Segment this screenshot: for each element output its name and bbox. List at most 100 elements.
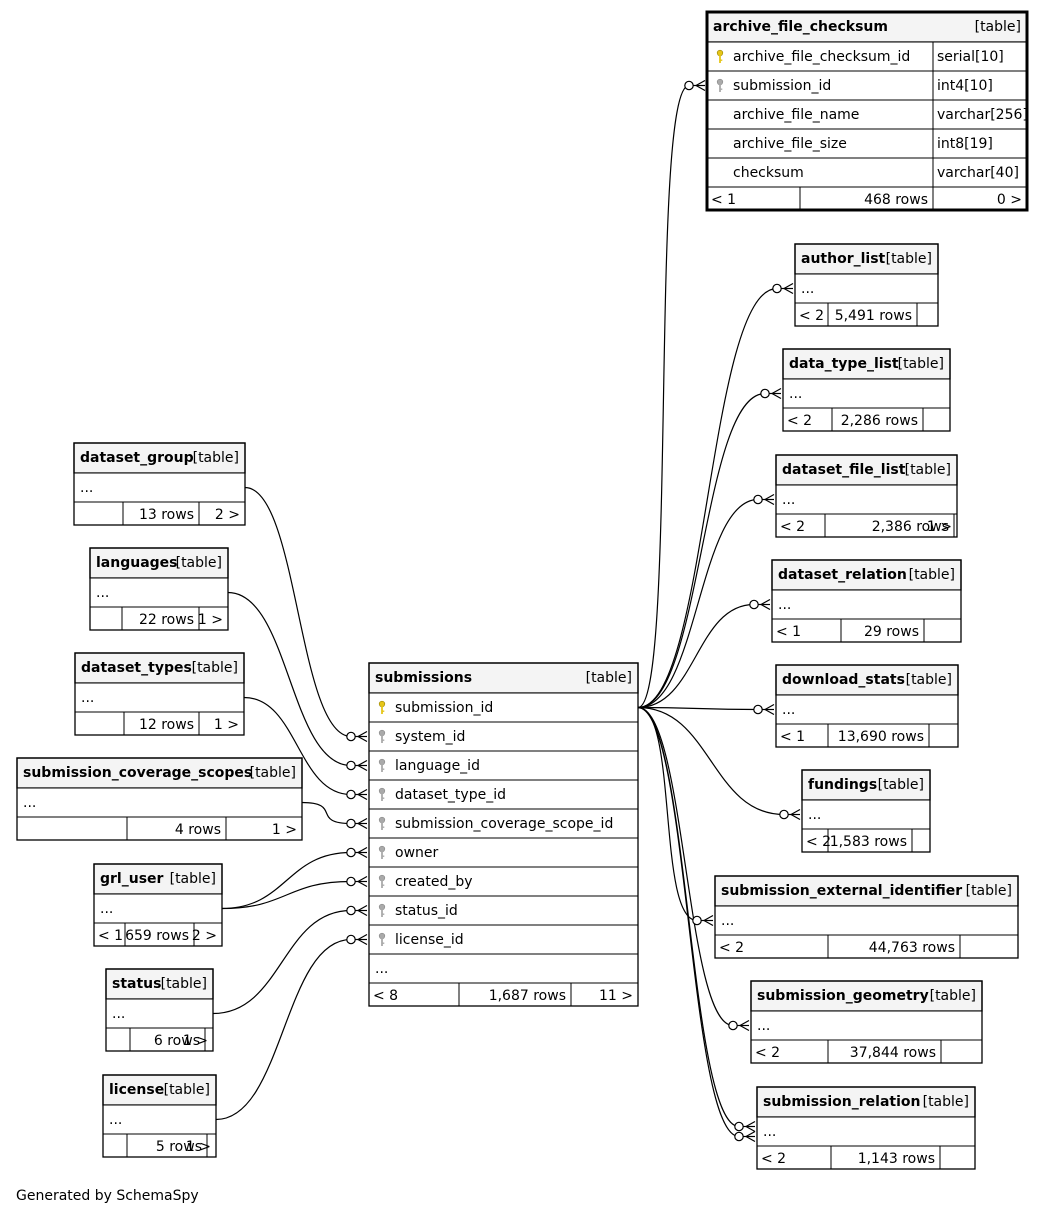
relationship-edge: [637, 706, 759, 711]
zero-or-many-ring-icon: [692, 915, 702, 926]
row-count: 468 rows: [864, 192, 928, 208]
table-name: license: [109, 1082, 164, 1098]
relationship-edges: [212, 84, 785, 1138]
parent-count: < 2: [799, 308, 824, 324]
child-count: 1 >: [272, 822, 297, 838]
column-name: submission_id: [733, 78, 831, 94]
column-name: ...: [96, 585, 109, 601]
row-count: 13 rows: [139, 507, 194, 523]
foreign-key-icon: [378, 758, 386, 772]
column-name: ...: [109, 1112, 122, 1128]
relationship-endpoints: [346, 79, 801, 1143]
column-name: ...: [100, 901, 113, 917]
crows-foot-icon: [357, 904, 368, 917]
table-archive_file_checksum[interactable]: archive_file_checksum[table]archive_file…: [705, 10, 1029, 212]
table-type-tag: [table]: [878, 777, 924, 793]
relationship-edge: [301, 801, 352, 825]
zero-or-many-ring-icon: [346, 789, 356, 800]
row-count: 6 rows: [154, 1033, 200, 1049]
table-fundings[interactable]: fundings[table]... < 21,583 rows: [801, 769, 931, 853]
foreign-key-icon: [378, 932, 386, 946]
table-name: grl_user: [100, 871, 164, 887]
foreign-key-icon: [716, 78, 724, 92]
table-name: fundings: [808, 777, 877, 793]
column-name: ...: [375, 961, 388, 977]
table-name: dataset_types: [81, 660, 192, 676]
table-submission_external_identifier[interactable]: submission_external_identifier[table]...…: [714, 875, 1019, 959]
column-name: ...: [782, 492, 795, 508]
table-name: status: [112, 976, 161, 992]
row-count: 1,583 rows: [830, 834, 907, 850]
crows-foot-icon: [764, 703, 775, 716]
crows-foot-icon: [357, 759, 368, 772]
table-type-tag: [table]: [966, 883, 1012, 899]
column-name: dataset_type_id: [395, 787, 506, 803]
relationship-edge: [637, 287, 778, 709]
relationship-edge: [637, 603, 755, 709]
column-name: ...: [80, 480, 93, 496]
column-type: int8[19]: [937, 136, 993, 152]
table-type-tag: [table]: [164, 1082, 210, 1098]
row-count: 659 rows: [125, 928, 189, 944]
parent-count: < 2: [719, 940, 744, 956]
primary-key-icon: [716, 49, 724, 63]
crows-foot-icon: [783, 282, 794, 295]
column-name: ...: [801, 281, 814, 297]
table-name: submissions: [375, 670, 472, 686]
table-type-tag: [table]: [898, 356, 944, 372]
table-type-tag: [table]: [176, 555, 222, 571]
crows-foot-icon: [695, 79, 706, 92]
table-submission_coverage_scopes[interactable]: submission_coverage_scopes[table]...4 ro…: [16, 757, 303, 841]
table-name: submission_geometry: [757, 988, 929, 1004]
crows-foot-icon: [703, 914, 714, 927]
column-name: archive_file_size: [733, 136, 847, 152]
table-type-tag: [table]: [586, 670, 632, 686]
table-type-tag: [table]: [192, 660, 238, 676]
table-submissions[interactable]: submissions[table]submission_idsystem_id…: [368, 662, 639, 1007]
column-name: submission_coverage_scope_id: [395, 816, 613, 832]
zero-or-many-ring-icon: [346, 760, 356, 771]
row-count: 2,286 rows: [841, 413, 918, 429]
child-count: 1 >: [927, 519, 952, 535]
row-count: 12 rows: [139, 717, 194, 733]
table-name: author_list: [801, 251, 886, 267]
column-name: ...: [757, 1018, 770, 1034]
crows-foot-icon: [357, 846, 368, 859]
foreign-key-icon: [378, 816, 386, 830]
column-name: ...: [23, 795, 36, 811]
child-count: 2 >: [192, 928, 217, 944]
table-name: dataset_group: [80, 450, 194, 466]
row-count: 37,844 rows: [850, 1045, 936, 1061]
column-name: system_id: [395, 729, 465, 745]
table-name: archive_file_checksum: [713, 19, 888, 35]
column-name: ...: [808, 807, 821, 823]
row-count: 1,687 rows: [489, 988, 566, 1004]
table-name: languages: [96, 555, 178, 571]
column-name: ...: [112, 1006, 125, 1022]
zero-or-many-ring-icon: [734, 1121, 744, 1132]
child-count: 11 >: [599, 988, 633, 1004]
row-count: 22 rows: [139, 612, 194, 628]
zero-or-many-ring-icon: [346, 731, 356, 742]
zero-or-many-ring-icon: [760, 388, 770, 399]
parent-count: < 1: [711, 192, 736, 208]
parent-count: < 2: [806, 834, 831, 850]
table-type-tag: [table]: [909, 567, 955, 583]
table-type-tag: [table]: [193, 450, 239, 466]
column-name: language_id: [395, 758, 480, 774]
foreign-key-icon: [378, 874, 386, 888]
crows-foot-icon: [771, 387, 782, 400]
